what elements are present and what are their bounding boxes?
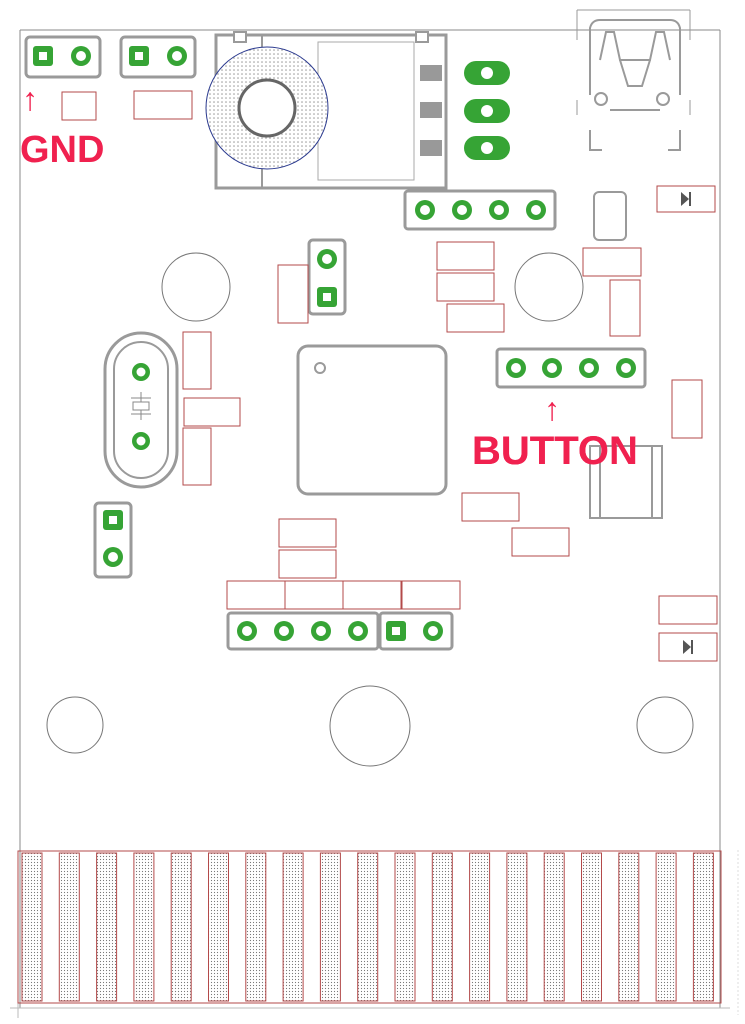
gnd-arrow: ↑ [22, 81, 38, 117]
smd-pad-outline [511, 527, 570, 557]
smd-pad-outline [61, 91, 97, 121]
edge-contact [469, 852, 491, 1002]
header-left-vertical [93, 501, 133, 579]
mounting-hole [329, 685, 411, 767]
edge-contact [543, 852, 565, 1002]
smd-pad-outline [401, 580, 461, 610]
smd-pad-outline [182, 331, 212, 390]
edge-contact [58, 852, 80, 1002]
mounting-hole [514, 252, 584, 322]
smd-pad-outline [436, 272, 495, 302]
smd-pad-outline [671, 379, 703, 439]
header-mid-vertical [307, 238, 347, 316]
mounting-hole [161, 252, 231, 322]
edge-contact [506, 852, 528, 1002]
button-arrow: ↑ [544, 391, 560, 427]
header-bottom-4pin [226, 611, 380, 651]
tactile-component [589, 445, 663, 519]
diode-top [656, 185, 716, 213]
edge-contact [133, 852, 155, 1002]
edge-contact [96, 852, 118, 1002]
smd-pad-outline [461, 492, 520, 522]
microcontroller-chip [296, 344, 448, 496]
crystal-oscillator [103, 331, 179, 489]
edge-contact [394, 852, 416, 1002]
diode-bottom [658, 632, 718, 662]
smd-pad-outline [277, 264, 309, 324]
header-bottom-2pin [378, 611, 454, 651]
edge-contact [319, 852, 341, 1002]
smd-pad-outline [226, 580, 286, 610]
edge-contact [21, 852, 43, 1002]
smd-pad-outline [658, 595, 718, 625]
board-outline [10, 29, 739, 1018]
smd-pad-outline [183, 397, 241, 427]
smd-component [593, 191, 627, 241]
edge-contact [357, 852, 379, 1002]
regulator-component [205, 31, 448, 190]
header-button [495, 347, 647, 389]
edge-contact [431, 852, 453, 1002]
gnd-label: GND [20, 129, 104, 171]
header-top-2pin [119, 35, 197, 79]
edge-connector [17, 850, 722, 1004]
mounting-hole [46, 696, 104, 754]
smd-pad-outline [609, 279, 641, 337]
edge-contact [245, 852, 267, 1002]
edge-contact [581, 852, 602, 1002]
edge-contact [655, 852, 677, 1002]
smd-pad-outline [342, 580, 402, 610]
smd-pad-outline [582, 247, 642, 277]
usb-connector [576, 9, 691, 151]
smd-pad-outline [436, 241, 495, 271]
mounting-hole [636, 696, 694, 754]
smd-pad-outline [446, 303, 505, 333]
smd-pad-outline [278, 518, 337, 548]
smd-pad-outline [278, 549, 337, 579]
edge-contact [282, 852, 304, 1002]
header-gnd [24, 35, 102, 79]
smd-pad-outline [182, 427, 212, 486]
edge-contact [208, 852, 229, 1002]
header-top-4pin [403, 189, 557, 231]
edge-contact [692, 852, 714, 1002]
edge-contact [618, 852, 640, 1002]
gnd-annotation: ↑ GND [20, 81, 104, 171]
button-label-overlay: BUTTON [472, 429, 638, 473]
regulator-pads [464, 61, 510, 160]
smd-pad-outline [133, 90, 193, 120]
edge-contact [170, 852, 192, 1002]
smd-pad-outline [284, 580, 344, 610]
